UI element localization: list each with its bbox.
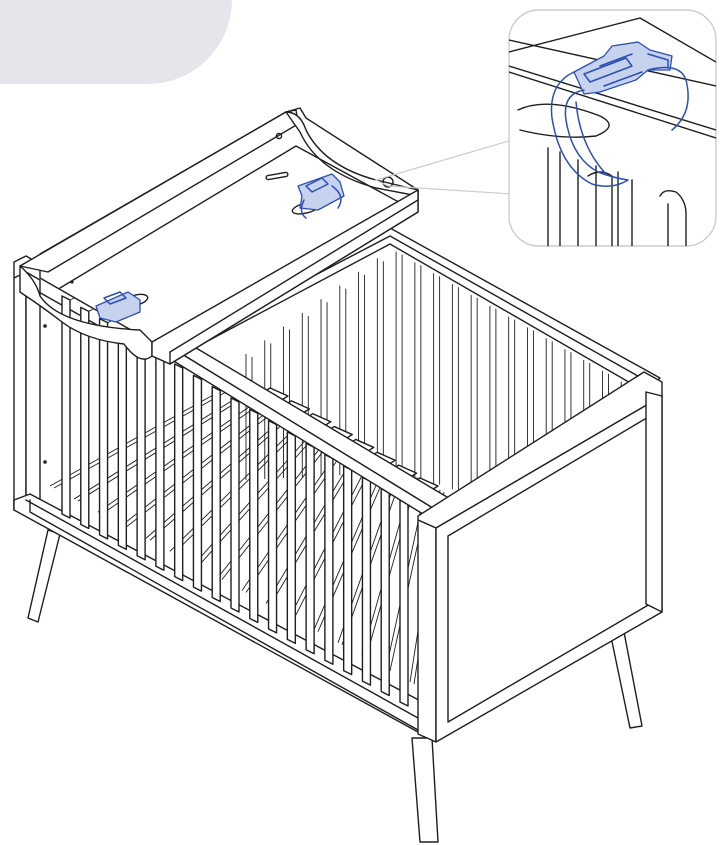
right-end-panel bbox=[417, 371, 663, 743]
front-slats bbox=[61, 295, 413, 707]
bottom-rail bbox=[29, 499, 419, 731]
magnified-detail-callout bbox=[508, 9, 717, 247]
corner-tab bbox=[0, 0, 232, 84]
crib-legs bbox=[27, 529, 643, 843]
crib-illustration bbox=[13, 227, 663, 843]
strap-buckle-icon bbox=[95, 173, 345, 323]
